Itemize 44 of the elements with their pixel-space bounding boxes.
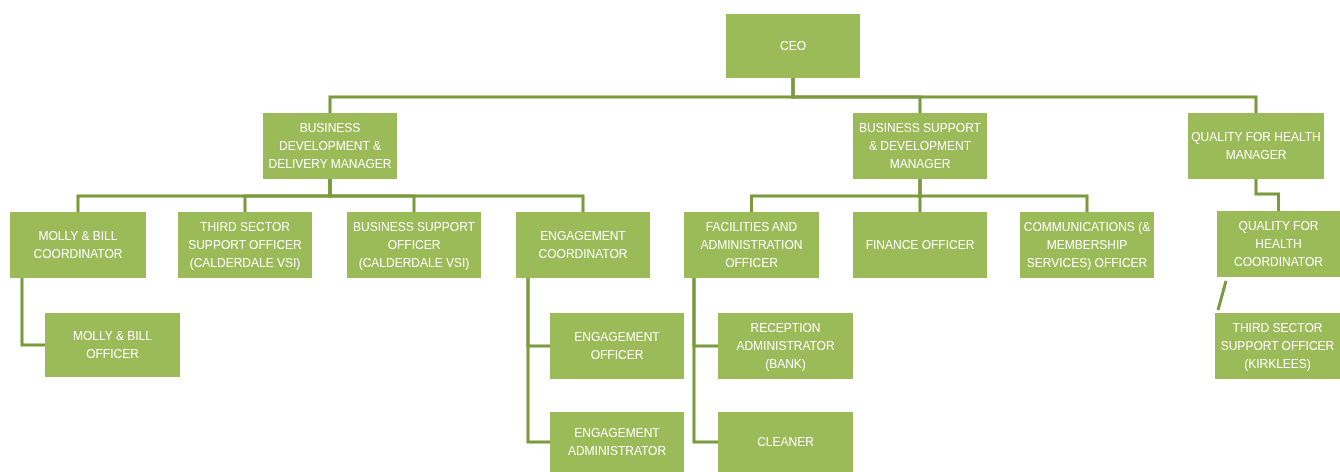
role-title: ENGAGEMENT OFFICER xyxy=(573,329,661,364)
role-title: QUALITY FOR HEALTH COORDINATOR xyxy=(1233,218,1324,271)
connector-line xyxy=(1216,280,1228,311)
role-box xyxy=(550,313,684,379)
role-title: MOLLY & BILL COORDINATOR xyxy=(32,228,124,263)
role-box xyxy=(550,412,684,472)
role-title: CEO xyxy=(780,38,806,55)
role-box xyxy=(10,212,146,278)
role-box xyxy=(726,14,860,78)
role-title: BUSINESS DEVELOPMENT & DELIVERY MANAGER xyxy=(267,120,393,173)
connector-line xyxy=(20,278,45,347)
role-box xyxy=(263,113,397,179)
role-title: BUSINESS SUPPORT OFFICER (CALDERDALE VSI) xyxy=(352,219,476,272)
role-box xyxy=(516,212,650,278)
role-title: FACILITIES AND ADMINISTRATION OFFICER xyxy=(699,219,804,272)
connector-line xyxy=(1254,179,1280,211)
role-box xyxy=(718,412,853,472)
role-box xyxy=(853,113,987,179)
role-box xyxy=(853,212,987,278)
role-box xyxy=(718,313,853,379)
role-title: CLEANER xyxy=(757,434,814,451)
connector-line xyxy=(692,278,718,444)
role-title: RECEPTION ADMINISTRATOR (BANK) xyxy=(735,320,836,373)
role-title: FINANCE OFFICER xyxy=(865,237,975,254)
role-title: COMMUNICATIONS (& MEMBERSHIP SERVICES) OFFICER xyxy=(1023,219,1151,272)
role-title: THIRD SECTOR SUPPORT OFFICER (CALDERDALE VSI) xyxy=(187,219,303,272)
role-box xyxy=(1217,211,1340,277)
role-box xyxy=(684,212,819,278)
role-title: THIRD SECTOR SUPPORT OFFICER (KIRKLEES) xyxy=(1219,320,1336,373)
role-title: ENGAGEMENT COORDINATOR xyxy=(537,228,629,263)
role-title: BUSINESS SUPPORT & DEVELOPMENT MANAGER xyxy=(858,120,982,173)
role-box xyxy=(178,212,312,278)
role-title: QUALITY FOR HEALTH MANAGER xyxy=(1191,129,1321,164)
role-box xyxy=(347,212,481,278)
role-box xyxy=(1020,212,1154,278)
role-title: MOLLY & BILL OFFICER xyxy=(72,328,153,363)
role-box xyxy=(45,313,180,377)
connector-line xyxy=(526,278,550,444)
role-title: ENGAGEMENT ADMINISTRATOR xyxy=(566,425,668,460)
connector-line xyxy=(918,179,1089,212)
connector-line xyxy=(328,179,585,212)
connector-line xyxy=(791,78,1258,113)
role-box xyxy=(1215,313,1340,379)
role-box xyxy=(1188,113,1324,179)
